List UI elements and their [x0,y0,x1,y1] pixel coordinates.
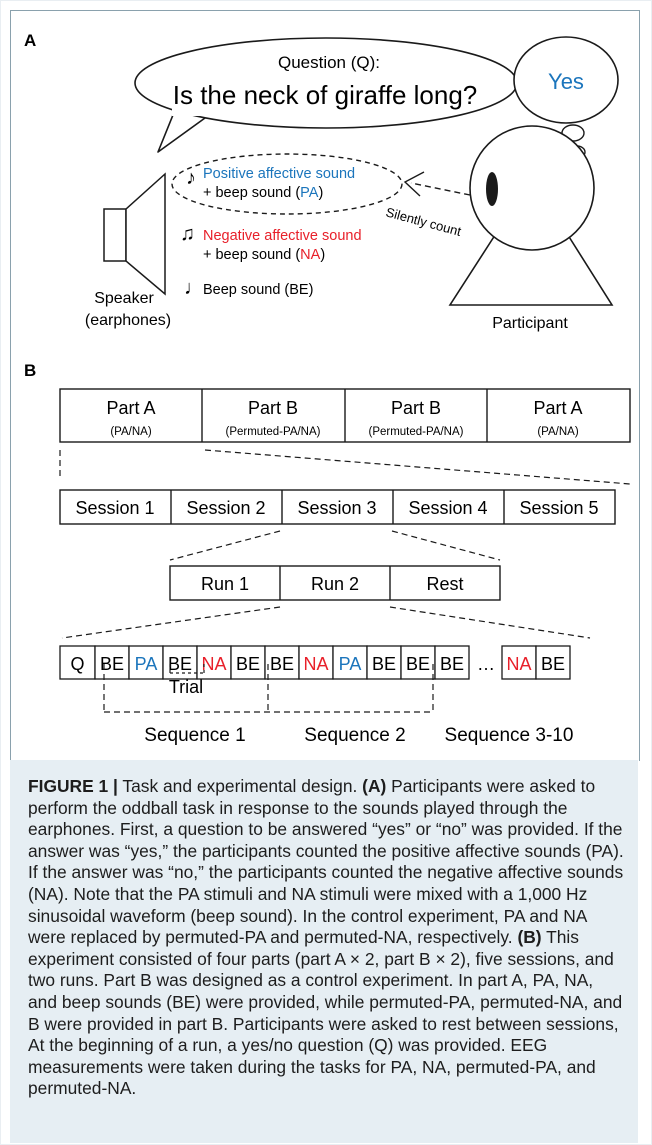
part-4-title: Part A [533,398,582,418]
trial-label-15: BE [541,654,565,674]
sequence-brackets [103,664,434,713]
panel-b-label: B [24,361,36,380]
trial-box-2: BE [94,645,130,680]
trial-box-15: BE [535,645,571,680]
trial-label-2: BE [100,654,124,674]
session-5: Session 5 [519,498,598,518]
figure-diagram: A Question (Q): Is the neck of giraffe l… [24,31,631,746]
parts-to-sessions-connector [59,449,631,485]
trial-bracket [169,664,205,674]
part-3-title: Part B [391,398,441,418]
caption-text-1: Task and experimental design. [117,776,363,796]
part-1-sub: (PA/NA) [110,426,151,438]
count-arrow [403,171,471,197]
figure-caption: FIGURE 1 | Task and experimental design.… [28,776,624,1100]
part-3-sub: (Permuted-PA/NA) [368,426,463,438]
run-rest: Rest [426,574,463,594]
trial-label: Trial [169,677,203,697]
trial-box-7: BE [264,645,300,680]
trial-box-8: NA [298,645,334,680]
na-sound-label: Negative affective sound [203,228,362,244]
trial-label-12: BE [440,654,464,674]
trial-box-5: NA [196,645,232,680]
parts-row [59,388,631,443]
run-1: Run 1 [201,574,249,594]
sequence-1-label: Sequence 1 [144,725,245,746]
note-icon-na: ♫ [180,223,195,245]
part-1-title: Part A [106,398,155,418]
be-sound-label: Beep sound (BE) [203,282,313,298]
trial-box-1: Q [59,645,96,680]
thought-answer-yes: Yes [548,69,584,94]
question-title: Question (Q): [278,53,380,72]
pa-sound-label: Positive affective sound [203,166,355,182]
session-3: Session 3 [297,498,376,518]
trial-label-13: … [477,654,495,674]
trial-label-9: PA [339,654,362,674]
sequence-2-label: Sequence 2 [304,725,405,746]
pa-beep-label: + beep sound (PA) [203,185,323,201]
trial-label-3: PA [135,654,158,674]
trial-box-9: PA [332,645,368,680]
trial-box-12: BE [434,645,470,680]
part-2-title: Part B [248,398,298,418]
participant-figure [448,125,614,306]
trial-box-14: NA [501,645,537,680]
trial-box-13: … [477,654,495,674]
session-2: Session 2 [186,498,265,518]
caption-b-label: (B) [517,927,542,948]
sessions-to-runs-connector [169,530,501,561]
sessions-row [59,489,616,525]
note-icon-be: ♩ [184,277,204,299]
panel-a-label: A [24,31,36,50]
trial-label-6: BE [236,654,260,674]
speaker-icon [103,172,166,296]
note-icon-pa: ♪ [186,167,196,189]
trial-box-6: BE [230,645,266,680]
pa-highlight-ellipse [171,153,403,215]
part-4-sub: (PA/NA) [537,426,578,438]
question-text: Is the neck of giraffe long? [173,80,478,110]
figure-panel-box [10,10,640,761]
na-beep-label: + beep sound (NA) [203,247,325,263]
speaker-sub-label: (earphones) [85,312,171,329]
trial-label-7: BE [270,654,294,674]
trial-box-10: BE [366,645,402,680]
caption-text-3: This experiment consisted of four parts … [28,927,623,1099]
trial-label-5: NA [201,654,226,674]
trial-label-4: BE [168,654,192,674]
caption-text-2: Participants were asked to perform the o… [28,776,624,948]
run-2: Run 2 [311,574,359,594]
speaker-label: Speaker [94,290,154,307]
trial-label-8: NA [303,654,328,674]
session-1: Session 1 [75,498,154,518]
part-2-sub: (Permuted-PA/NA) [225,426,320,438]
caption-figure-label: FIGURE 1 | [28,776,118,796]
trial-label-10: BE [372,654,396,674]
runs-row [169,565,501,601]
caption-a-label: (A) [362,776,387,796]
trial-box-4: BE [162,645,198,680]
trial-label-1: Q [70,654,84,674]
trial-box-3: PA [128,645,164,680]
silently-count-label: Silently count [384,204,463,239]
sequence-3-10-label: Sequence 3-10 [445,725,574,746]
caption-background [10,760,638,1143]
trial-sequence-row: Q BE PA BE NA BE BE NA PA BE BE BE … NA BE [59,645,571,680]
participant-label: Participant [492,315,568,332]
session-4: Session 4 [408,498,487,518]
trial-box-11: BE [400,645,436,680]
runs-to-trials-connector [61,606,591,639]
trial-label-14: NA [506,654,531,674]
trial-label-11: BE [406,654,430,674]
